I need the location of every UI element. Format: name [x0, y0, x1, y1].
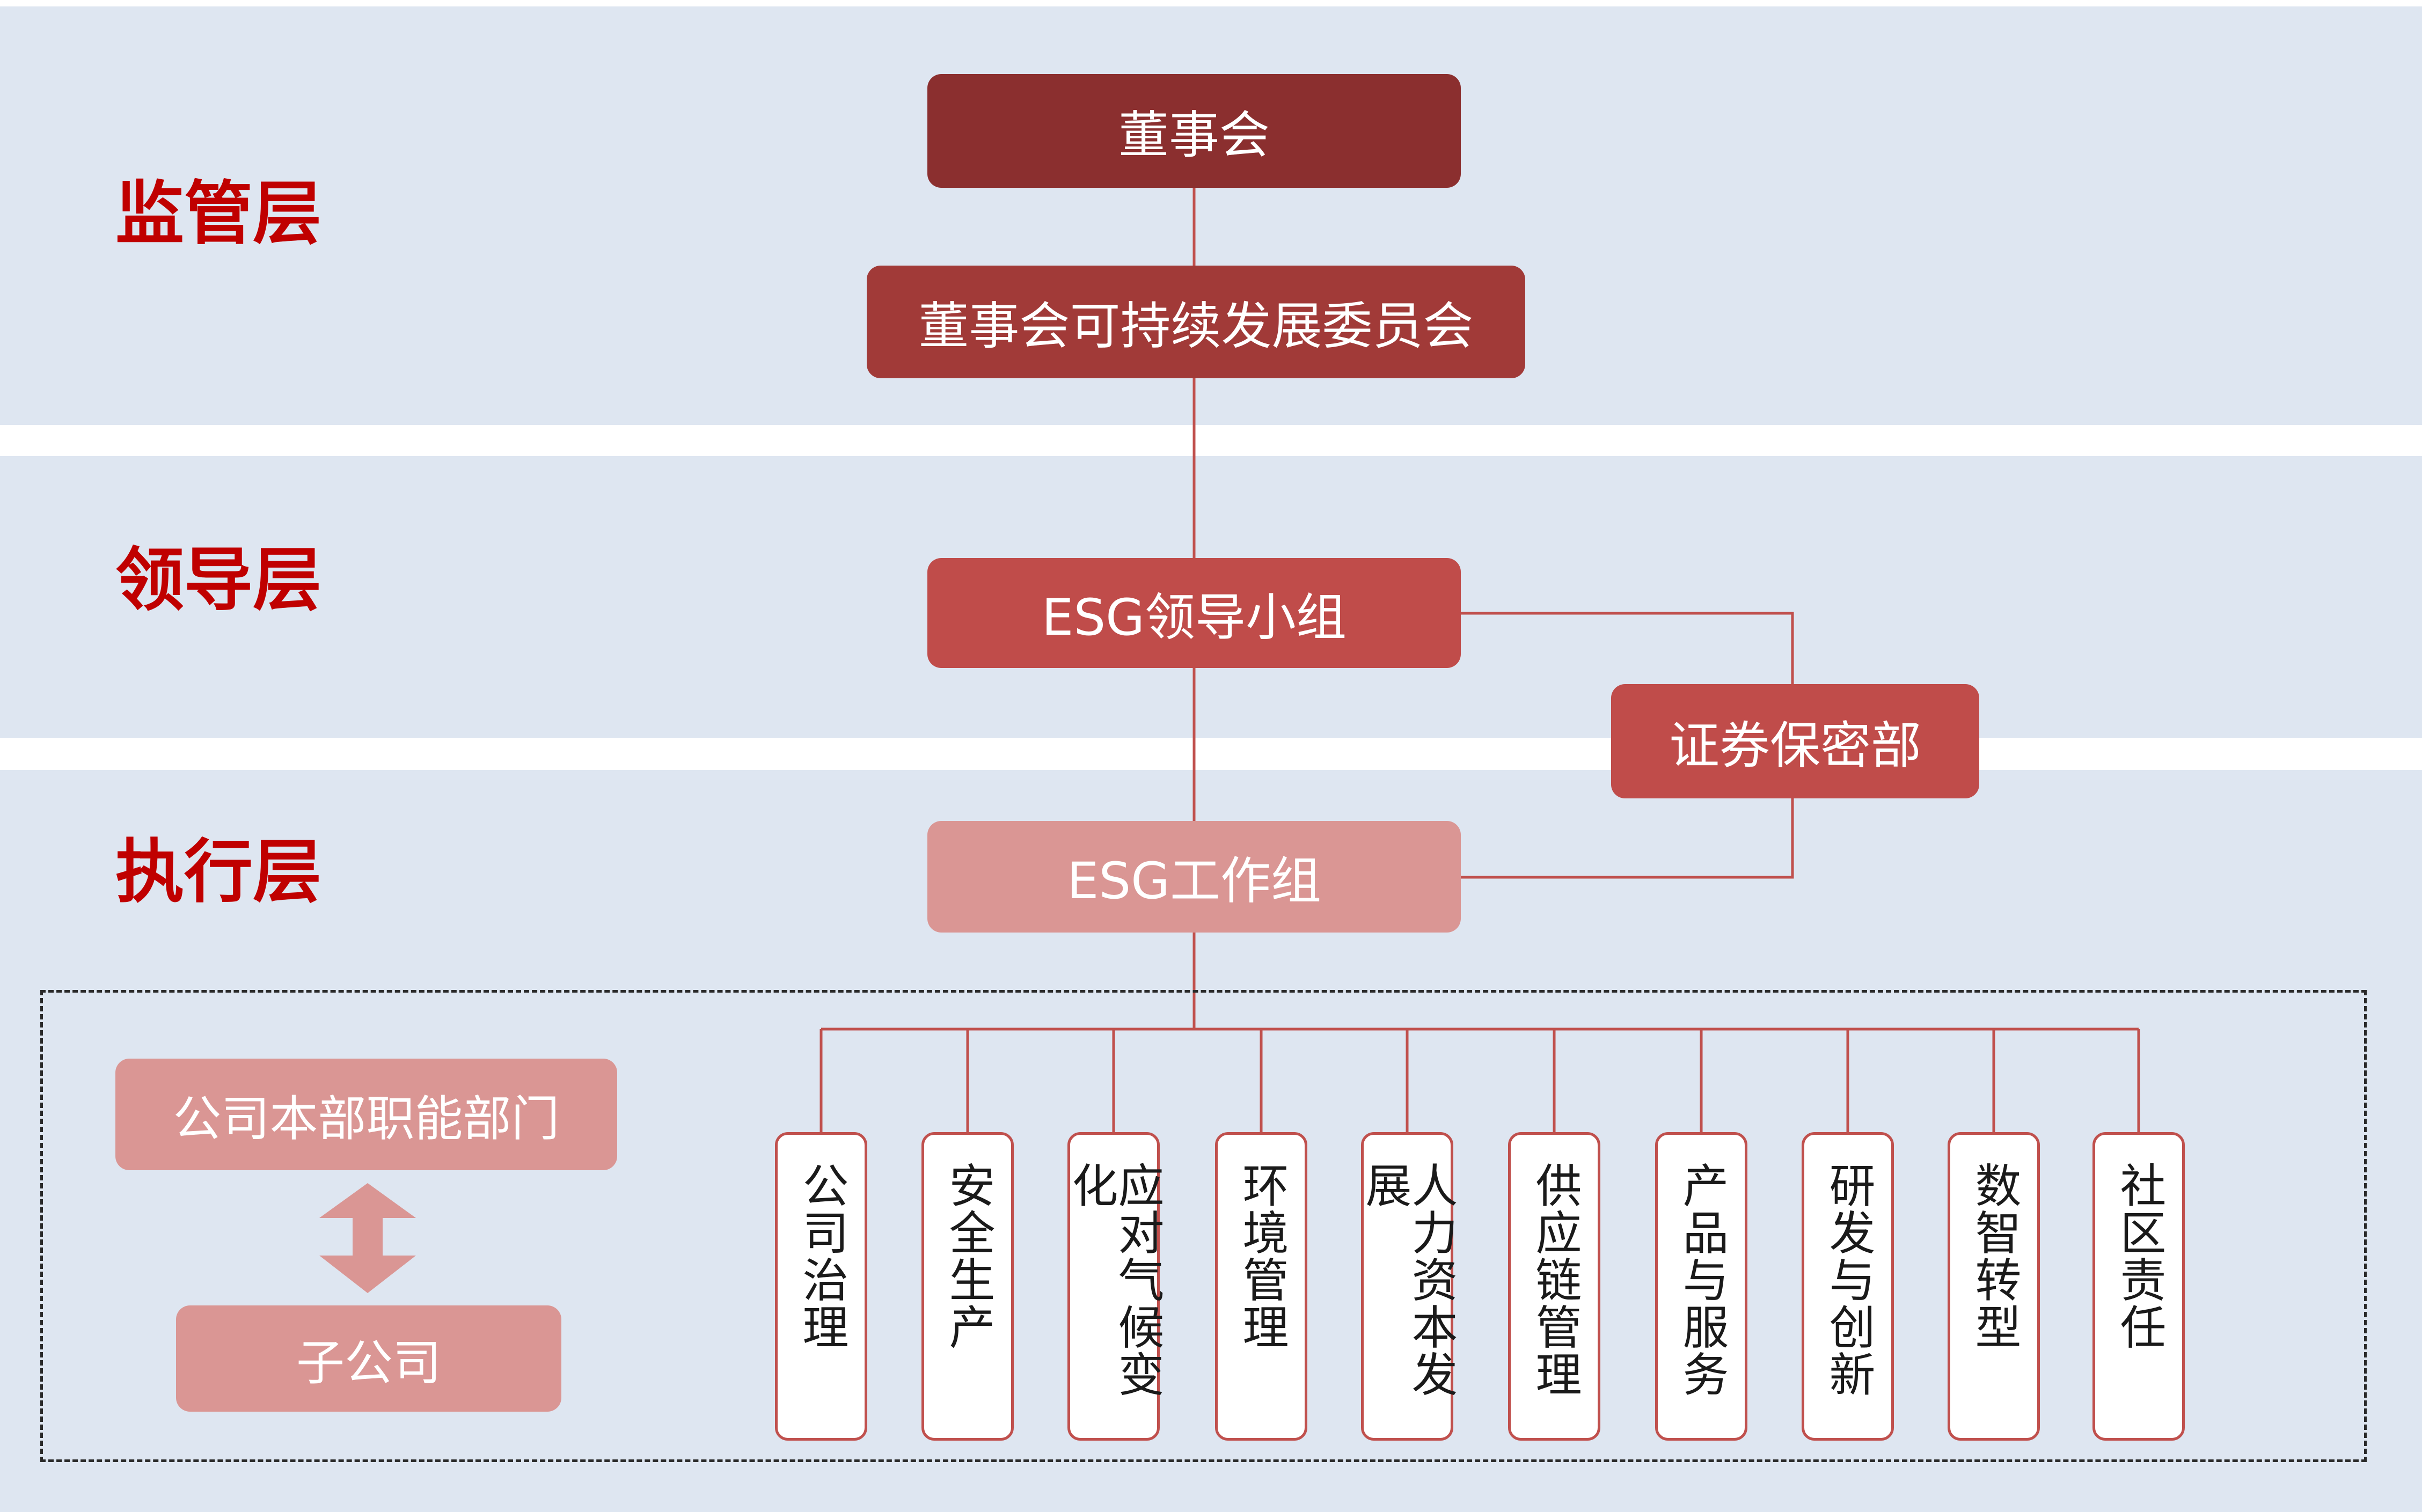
execution-units-frame — [40, 990, 2367, 1462]
dept-label: 数智转型 — [1967, 1162, 2021, 1350]
node-sustainability-committee: 董事会可持续发展委员会 — [867, 266, 1525, 378]
dept-label: 安全生产 — [941, 1162, 994, 1350]
dept-label: 人力资本发展 — [1357, 1162, 1457, 1398]
dept-environmental-management: 环境管理 — [1215, 1132, 1307, 1441]
layer-label-supervision: 监管层 — [115, 174, 322, 254]
node-esg-working-group: ESG工作组 — [927, 821, 1461, 933]
dept-supply-chain: 供应链管理 — [1508, 1132, 1600, 1441]
node-hq-functional-departments: 公司本部职能部门 — [115, 1059, 617, 1170]
dept-corporate-governance: 公司治理 — [775, 1132, 867, 1441]
dept-label: 公司治理 — [794, 1162, 848, 1350]
dept-community-responsibility: 社区责任 — [2092, 1132, 2185, 1441]
dept-products-services: 产品与服务 — [1655, 1132, 1747, 1441]
dept-safe-production: 安全生产 — [921, 1132, 1014, 1441]
dept-label: 产品与服务 — [1674, 1162, 1728, 1398]
dept-label: 应对气候变化 — [1064, 1162, 1164, 1398]
layer-label-leadership: 领导层 — [115, 540, 322, 620]
dept-digital-transformation: 数智转型 — [1948, 1132, 2040, 1441]
dept-label: 环境管理 — [1234, 1162, 1288, 1350]
layer-label-execution: 执行层 — [115, 832, 322, 912]
dept-human-capital: 人力资本发展 — [1357, 1132, 1457, 1441]
dept-label: 社区责任 — [2112, 1162, 2165, 1350]
dept-climate-response: 应对气候变化 — [1064, 1132, 1164, 1441]
node-subsidiaries: 子公司 — [176, 1305, 561, 1412]
dept-label: 供应链管理 — [1527, 1162, 1581, 1398]
node-esg-leading-group: ESG领导小组 — [927, 558, 1461, 668]
node-board: 董事会 — [927, 74, 1461, 188]
dept-rnd-innovation: 研发与创新 — [1802, 1132, 1894, 1441]
node-securities-department: 证券保密部 — [1611, 684, 1979, 798]
dept-label: 研发与创新 — [1821, 1162, 1875, 1398]
